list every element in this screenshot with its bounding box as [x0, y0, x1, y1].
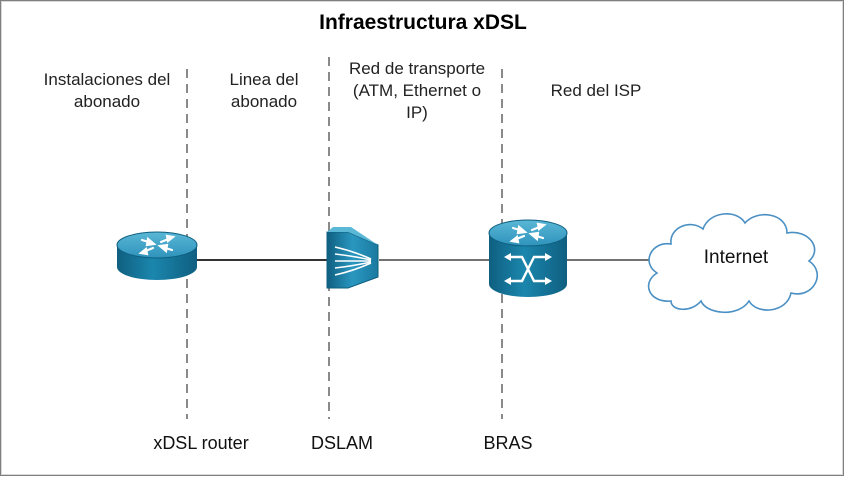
bras-icon [488, 219, 568, 297]
zone-label-line: abonado [73, 92, 141, 111]
zone-label-line: Red de transporte [348, 59, 486, 78]
device-label-dslam: DSLAM [310, 433, 373, 453]
zone-label-line: abonado [230, 92, 298, 111]
cloud-icon [647, 213, 819, 313]
diagram-title: Infraestructura xDSL [319, 11, 527, 34]
zone-label-line: Instalaciones del [43, 70, 171, 89]
device-label-bras: BRAS [483, 433, 533, 453]
zone-label-line: Linea del [229, 70, 299, 89]
zone-label-line: IP) [406, 103, 428, 122]
zone-subscriber-premises: Instalaciones del abonado [19, 69, 195, 113]
zone-label-line: Red del ISP [550, 81, 642, 100]
device-label-xdsl-router: xDSL router [153, 433, 249, 453]
zone-transport-network: Red de transporte (ATM, Ethernet o IP) [331, 58, 503, 124]
dslam-icon [326, 227, 379, 289]
zone-subscriber-line: Linea del abonado [209, 69, 319, 113]
router-icon [116, 231, 198, 280]
internet-label: Internet [703, 247, 769, 268]
zone-isp-network: Red del ISP [521, 80, 671, 102]
zone-label-line: (ATM, Ethernet o [352, 81, 482, 100]
